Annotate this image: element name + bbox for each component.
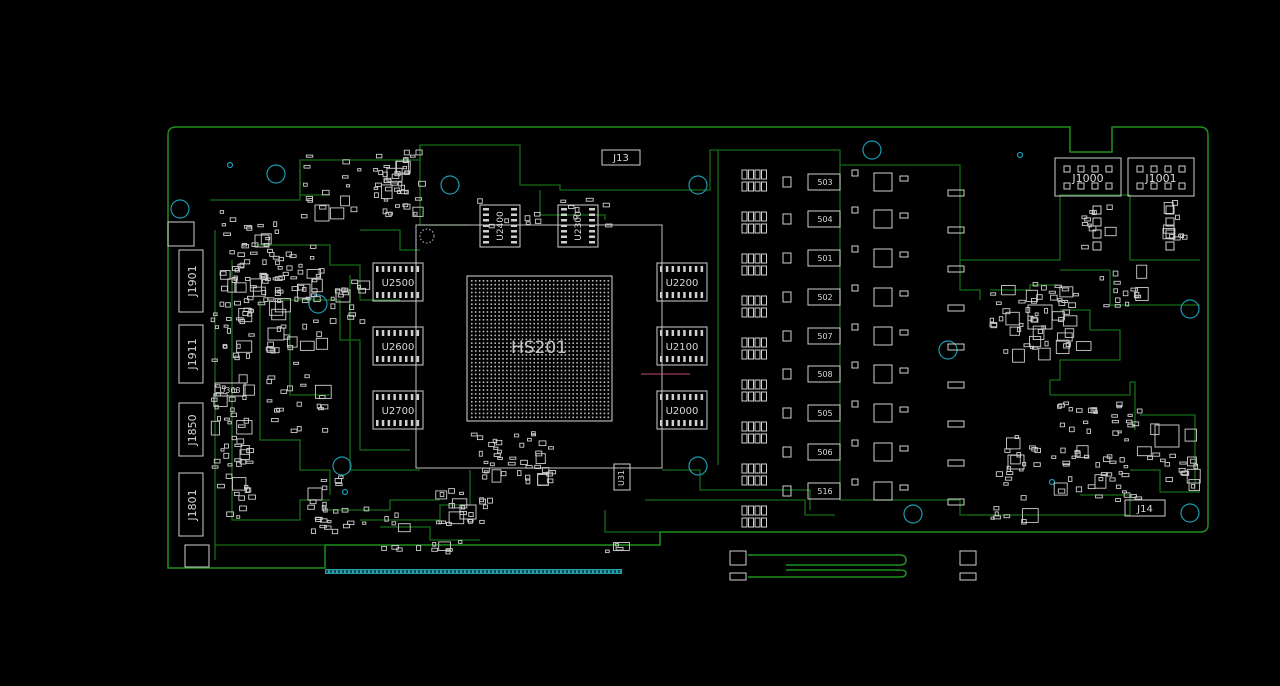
mounting-hole [308, 294, 328, 314]
memory-chip-u2600: U2600 [372, 326, 424, 366]
memory-chip-u2200: U2200 [656, 262, 708, 302]
memory-chips: U2400 U2300 U2500 U2200 U2600 U2100 [372, 204, 708, 430]
connector-j1850 [178, 402, 204, 457]
mounting-hole [440, 175, 460, 195]
mounting-hole [688, 175, 708, 195]
power-connector-j1001 [1127, 157, 1195, 197]
connector-label: J1850 [186, 414, 199, 446]
memory-label: U2000 [666, 406, 699, 417]
memory-label: U2500 [382, 278, 415, 289]
vrm-inductor: 506 [782, 443, 841, 461]
gpu-ball-grid [471, 280, 610, 419]
memory-chip-u2700: U2700 [372, 390, 424, 430]
pcie-edge-connector [325, 569, 622, 574]
vrm-inductor: 501 [782, 249, 841, 267]
mounting-hole [688, 456, 708, 476]
inductor-label: 504 [817, 215, 832, 224]
bottom-pads [729, 550, 977, 581]
memory-chip-u2400: U2400 [479, 204, 521, 248]
vrm-inductor: 503 [782, 173, 841, 191]
vrm-inductor: 516 [782, 482, 841, 500]
vrm-inductor: 507 [782, 327, 841, 345]
power-connectors: J1000 J1001 [1054, 157, 1195, 251]
mounting-holes [170, 140, 1200, 524]
vrm-inductor: 505 [782, 404, 841, 422]
memory-chip-u2300: U2300 [557, 204, 599, 248]
connector-j1911 [178, 324, 204, 384]
mounting-hole [170, 199, 190, 219]
vrm-inductor: 502 [782, 288, 841, 306]
memory-label: U2400 [496, 211, 506, 241]
inductor-label: 501 [817, 254, 832, 263]
vrm-section: 503 504 501 502 507 508 505 506 516 [741, 169, 965, 528]
part-label: U31 [617, 470, 626, 486]
part-label: U303 [219, 386, 240, 395]
mounting-hole [862, 140, 882, 160]
mounting-hole [266, 164, 286, 184]
copper-traces [210, 144, 1200, 560]
memory-label: U2300 [574, 211, 584, 241]
bottom-traces [748, 554, 907, 578]
board-outline [167, 126, 1209, 569]
gpu-label: HS201 [511, 338, 567, 358]
vrm-inductor: 508 [782, 365, 841, 383]
connector-label: J14 [1136, 504, 1153, 515]
inductor-label: 503 [817, 178, 832, 187]
memory-label: U2100 [666, 342, 699, 353]
inductor-label: 506 [817, 448, 832, 457]
memory-label: U2700 [382, 406, 415, 417]
connector-label: J1801 [186, 489, 199, 521]
header-j13 [601, 149, 641, 166]
connector-label: J1000 [1071, 172, 1103, 185]
power-connector-j1000 [1054, 157, 1122, 197]
memory-chip-u2000: U2000 [656, 390, 708, 430]
left-connectors: J1901 J1911 J1850 J1801 [167, 221, 210, 568]
memory-chip-u2100: U2100 [656, 326, 708, 366]
mounting-hole [1180, 299, 1200, 319]
inductor-label: 516 [817, 487, 832, 496]
connector-j1901 [178, 249, 204, 313]
mounting-hole [332, 456, 352, 476]
inductor-label: 505 [817, 409, 832, 418]
connector-j1801 [178, 472, 204, 537]
connector-label: J1911 [186, 338, 199, 370]
inductor-label: 508 [817, 370, 832, 379]
mounting-hole [1180, 503, 1200, 523]
mounting-hole [903, 504, 923, 524]
small-headers: J13 J14 U31 U303 [214, 149, 1166, 517]
memory-label: U2600 [382, 342, 415, 353]
gpu-package: HS201 [415, 224, 690, 469]
inductor-label: 502 [817, 293, 832, 302]
vrm-inductor: 504 [782, 210, 841, 228]
connector-label: J1901 [186, 265, 199, 297]
smd-components [210, 149, 1201, 555]
header-j14 [1124, 499, 1166, 517]
inductor-label: 507 [817, 332, 832, 341]
memory-label: U2200 [666, 278, 699, 289]
connector-label: J13 [612, 153, 629, 164]
connector-label: J1001 [1144, 172, 1176, 185]
memory-chip-u2500: U2500 [372, 262, 424, 302]
